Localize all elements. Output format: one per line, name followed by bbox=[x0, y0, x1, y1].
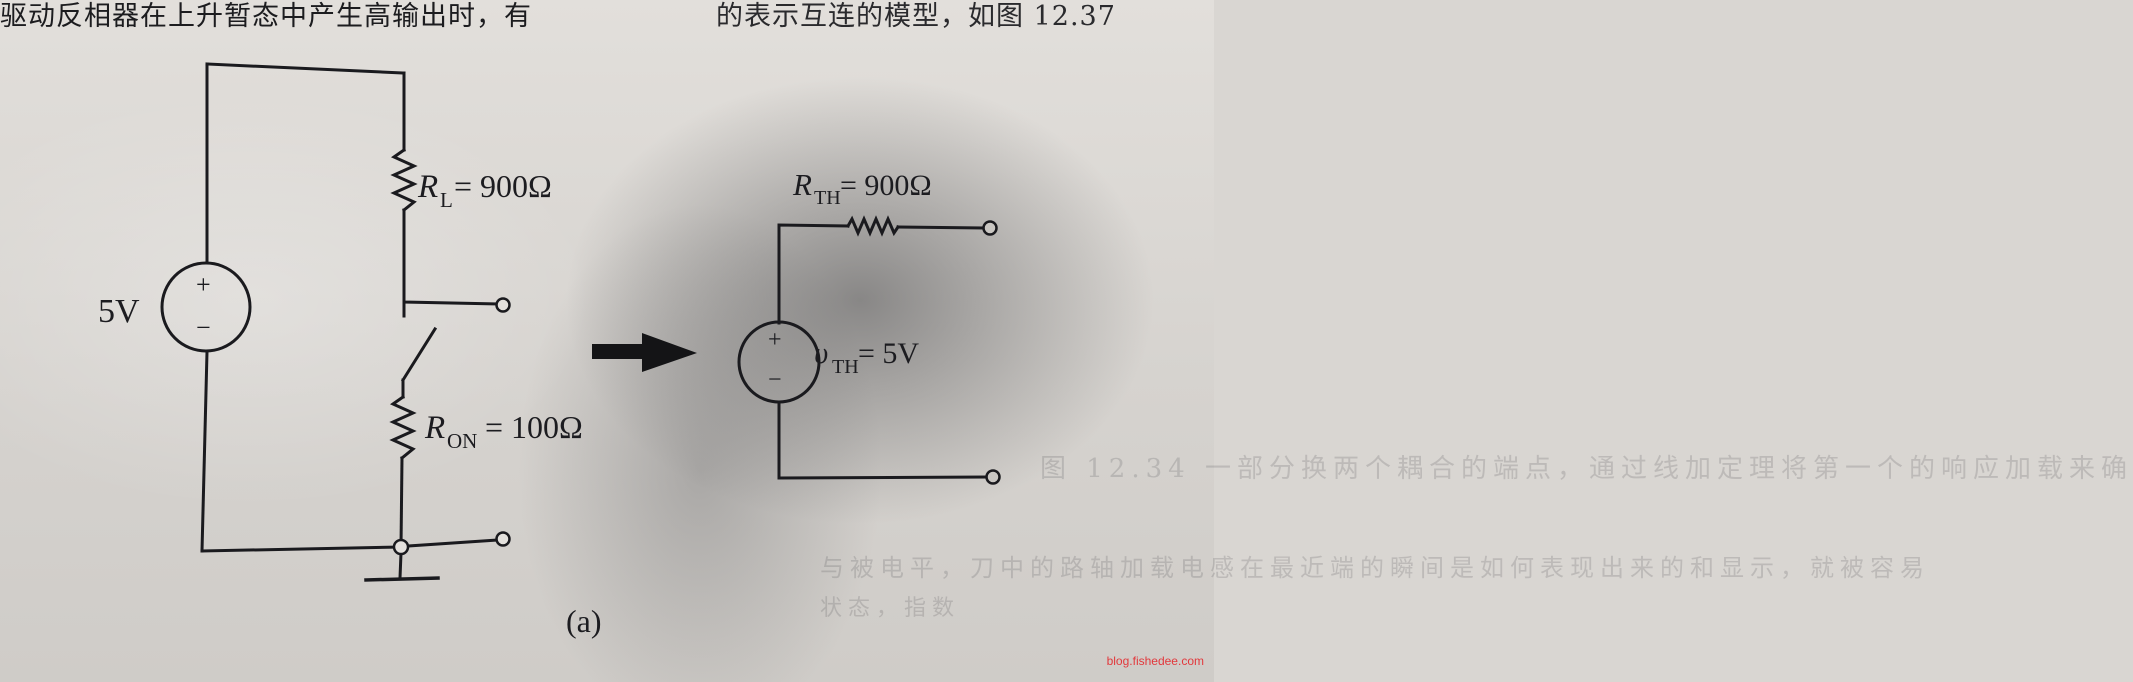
switch-arm bbox=[400, 326, 438, 383]
rl-lower-wire bbox=[402, 208, 500, 306]
thevenin-minus-sign: − bbox=[768, 367, 782, 393]
rth-symbol: R bbox=[792, 167, 812, 202]
source-voltage-label: 5V bbox=[98, 293, 140, 330]
ground-output-wire bbox=[406, 538, 500, 548]
rth-value: = 900Ω bbox=[840, 169, 932, 202]
ron-resistor bbox=[389, 394, 417, 461]
circuit-diagram: 5V + − R L = 900Ω R ON = 100Ω (a) + − R … bbox=[98, 62, 1001, 639]
ground-node bbox=[392, 538, 410, 556]
thevenin-voltage-source bbox=[737, 320, 821, 404]
faint-background-text-1: 图 12.34 一部分换两个耦合的端点，通过线加定理将第一个的响应加载来确 bbox=[1040, 454, 2133, 484]
ron-symbol: R bbox=[424, 410, 445, 446]
faint-background-text-2: 与被电平，刀中的路轴加载电感在最近端的瞬间是如何表现出来的和显示，就被容易 bbox=[820, 554, 1930, 582]
thevenin-plus-sign: + bbox=[768, 327, 782, 353]
rth-resistor bbox=[845, 215, 901, 237]
ground-stem bbox=[398, 551, 403, 580]
thevenin-terminal-top bbox=[982, 220, 998, 236]
ground-symbol bbox=[364, 576, 440, 582]
header-text-right: 的表示互连的模型，如图 12.37 bbox=[716, 1, 1116, 32]
voltage-source-left bbox=[160, 261, 252, 353]
source-lower-wire bbox=[200, 350, 209, 553]
source-plus-sign: + bbox=[196, 270, 211, 299]
output-terminal-top bbox=[495, 297, 511, 313]
ron-value: = 100Ω bbox=[485, 409, 583, 445]
thevenin-output-wire bbox=[896, 225, 985, 230]
top-wire bbox=[205, 62, 406, 75]
vth-subscript: TH bbox=[832, 356, 859, 378]
watermark-text: blog.fishedee.com bbox=[1106, 654, 1204, 668]
output-terminal-bottom bbox=[495, 531, 511, 547]
rl-resistor bbox=[390, 147, 418, 213]
source-minus-sign: − bbox=[196, 313, 211, 342]
rth-subscript: TH bbox=[814, 187, 841, 209]
bottom-wire bbox=[200, 545, 402, 553]
transform-arrow bbox=[592, 333, 697, 372]
ron-lower-wire bbox=[399, 456, 404, 549]
rl-subscript: L bbox=[440, 188, 453, 212]
vth-symbol: υ bbox=[814, 335, 828, 370]
rl-value: = 900Ω bbox=[454, 168, 552, 204]
header-text-left: 驱动反相器在上升暂态中产生高输出时，有 bbox=[0, 1, 532, 32]
faint-background-text-3: 状态，指数 bbox=[820, 596, 961, 621]
thevenin-upper-wire bbox=[777, 223, 850, 325]
page-background bbox=[0, 0, 1214, 682]
thevenin-terminal-bottom bbox=[985, 469, 1001, 485]
vth-value: = 5V bbox=[858, 337, 919, 370]
rl-symbol: R bbox=[417, 169, 438, 205]
figure-caption: (a) bbox=[566, 603, 602, 639]
thevenin-lower-wire bbox=[777, 400, 989, 480]
ron-subscript: ON bbox=[447, 429, 477, 453]
